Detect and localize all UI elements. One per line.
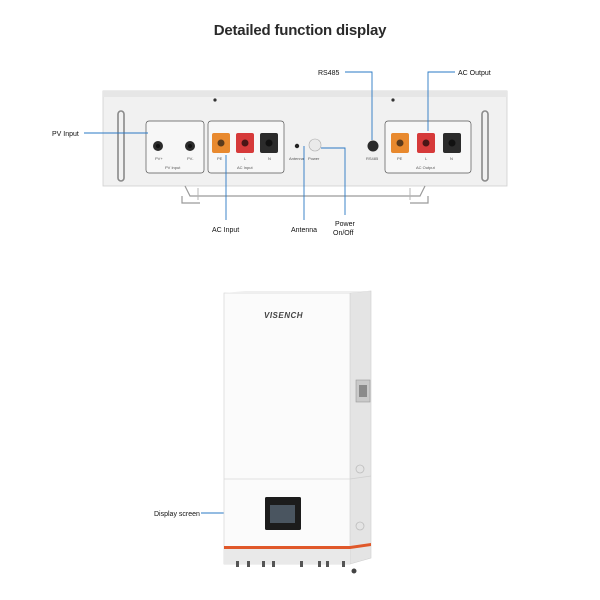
rs485-port-icon	[367, 140, 379, 152]
ac-out-n-label: N	[450, 156, 453, 161]
brand-logo: VISENCH	[264, 311, 303, 320]
accent-stripe	[224, 546, 350, 549]
vent-icon	[355, 521, 365, 531]
inverter-bottom-panel: PV+ PV- PV Input PE L N AC Input Antenna…	[102, 90, 508, 204]
ac-out-group-label: AC Output	[416, 165, 436, 170]
inverter-front-view: VISENCH	[223, 290, 372, 574]
ac-out-l-label: L	[425, 156, 428, 161]
antenna-callout: Antenna	[291, 227, 317, 234]
antenna-port-icon	[294, 143, 300, 149]
pv-minus-label: PV-	[187, 156, 194, 161]
power-button	[308, 138, 322, 152]
antenna-panel-label: Antenna	[289, 156, 305, 161]
screw-icon	[391, 98, 395, 102]
rs485-callout: RS485	[318, 70, 340, 77]
power-callout-line2: On/Off	[333, 230, 354, 237]
handle-left	[117, 110, 125, 182]
ac-in-group-label: AC Input	[237, 165, 253, 170]
ac-output-callout: AC Output	[458, 70, 491, 77]
pv-input-box	[145, 120, 205, 174]
ac-in-pe-label: PE	[217, 156, 223, 161]
handle-right	[481, 110, 489, 182]
display-screen-callout: Display screen	[154, 511, 200, 518]
ac-input-callout: AC Input	[212, 227, 239, 234]
ac-in-n-label: N	[268, 156, 271, 161]
vent-icon	[355, 464, 365, 474]
pv-group-label: PV Input	[165, 165, 181, 170]
power-panel-label: Power	[308, 156, 320, 161]
pv-input-callout: PV Input	[52, 131, 79, 138]
pv-plus-label: PV+	[155, 156, 163, 161]
ac-in-l-label: L	[244, 156, 247, 161]
screw-icon	[213, 98, 217, 102]
rs485-panel-label: RS485	[366, 156, 379, 161]
ac-out-pe-label: PE	[397, 156, 403, 161]
power-callout-line1: Power	[335, 221, 356, 228]
page-title: Detailed function display	[213, 22, 387, 39]
